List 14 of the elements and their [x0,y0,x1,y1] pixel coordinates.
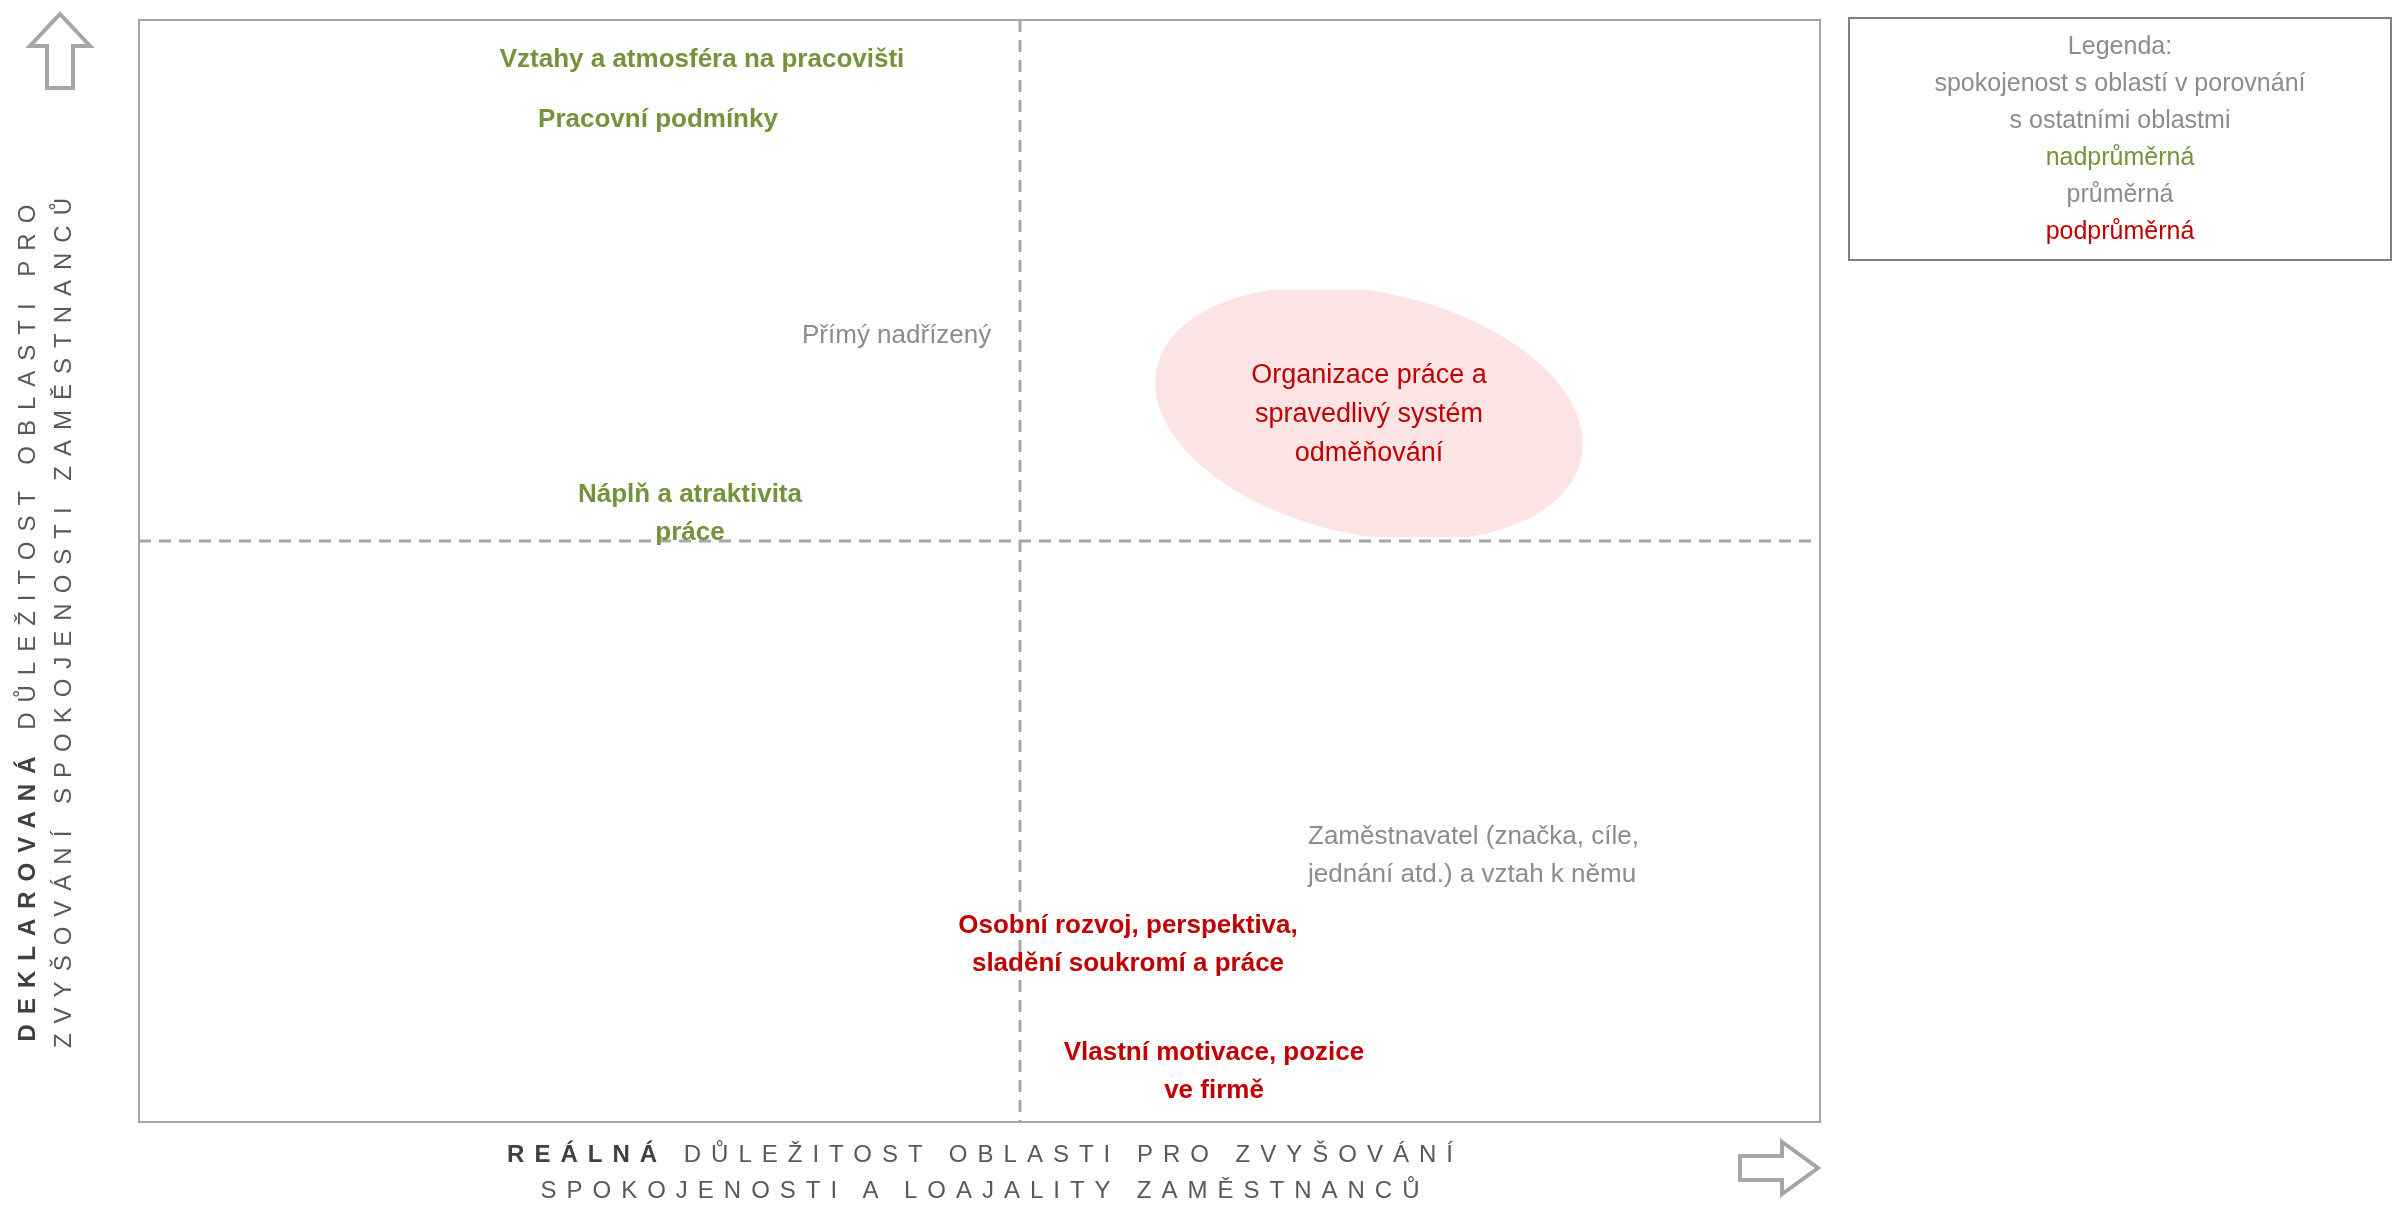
legend-entry: průměrná [2066,178,2174,209]
legend-entry: podprůměrná [2045,215,2195,246]
legend-title: Legenda: [2066,30,2174,61]
quadrant-label: Pracovní podmínky [537,102,779,135]
quadrant-label: Vlastní motivace, pozice ve firmě [1062,1035,1366,1106]
area-label: Organizace práce a spravedlivý systém odměňování [1250,357,1488,470]
legend-description: spokojenost s oblastí v porovnání s ostatními oblastmi [1933,67,2307,135]
quadrant-label: Osobní rozvoj, perspektiva, sladění soukromí a práce [957,908,1299,979]
quadrant-label: Náplň a atraktivita práce [577,477,803,548]
quadrant-label: Přímý nadřízený [802,318,993,351]
quadrant-label: Vztahy a atmosféra na pracovišti [498,42,906,75]
axis-title: REÁLNÁ DŮLEŽITOST OBLASTI PRO ZVYŠOVÁNÍ SPOKOJENOSTI A LOAJALITY ZAMĚSTNANCŮ [506,1139,1464,1205]
legend-entry: nadprůměrná [2045,141,2195,172]
quadrant-label: Zaměstnavatel (značka, cíle, jednání atd.) a vztah k němu [1308,819,1640,890]
